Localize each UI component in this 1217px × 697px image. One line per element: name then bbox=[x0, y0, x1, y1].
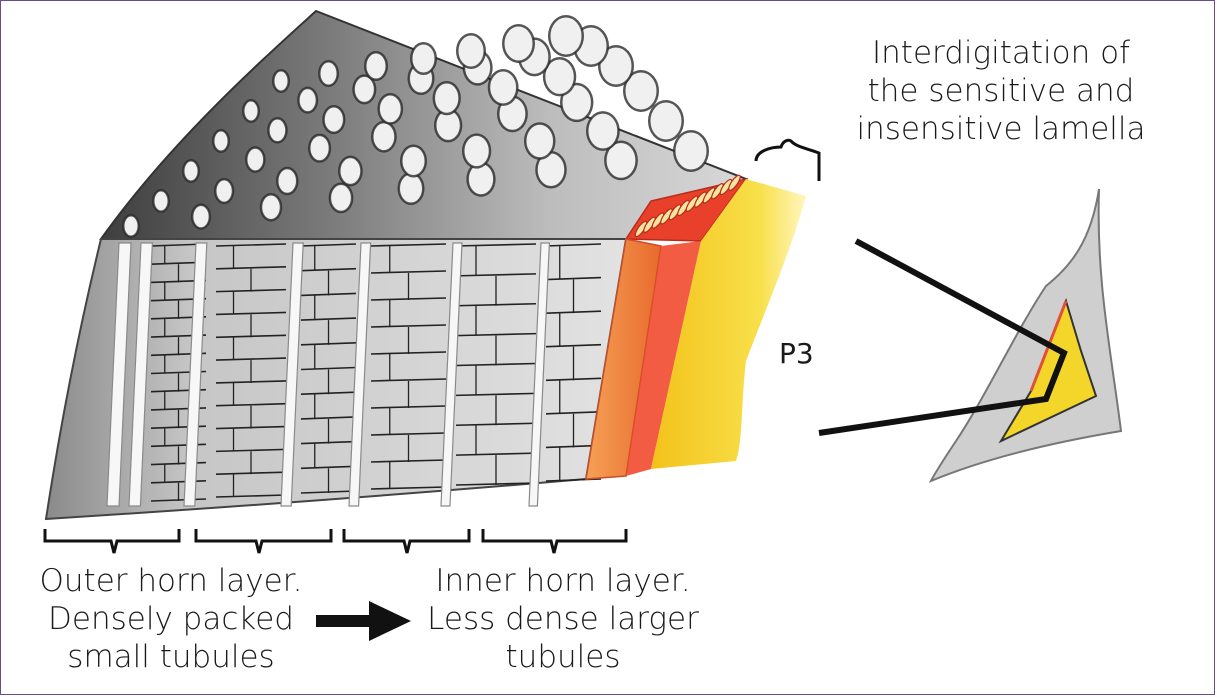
transition-arrow bbox=[316, 601, 411, 641]
horn-tubule-columns bbox=[106, 242, 551, 507]
interdigitation-brace bbox=[754, 138, 821, 181]
brace-mid bbox=[342, 529, 471, 554]
label-interdigitation: Interdigitation of the sensitive and ins… bbox=[856, 35, 1146, 147]
label-inner-horn-layer: Inner horn layer. Less dense larger tubu… bbox=[427, 563, 699, 675]
label-outer-horn-layer: Outer horn layer. Densely packed small t… bbox=[39, 563, 303, 675]
label-p3: P3 bbox=[779, 337, 814, 370]
hoof-wall-front-face bbox=[44, 238, 628, 521]
lamellar-layer bbox=[585, 174, 748, 480]
brace-outer-left bbox=[43, 529, 181, 554]
layer-braces bbox=[43, 529, 628, 554]
hoof-wall-top-surface bbox=[99, 9, 749, 240]
callout-pointer-line bbox=[818, 238, 1068, 436]
tubule-openings bbox=[122, 15, 709, 238]
brace-inner bbox=[481, 529, 628, 554]
p3-bone bbox=[651, 179, 806, 469]
lamella-folds bbox=[634, 174, 741, 238]
brace-outer-right bbox=[194, 529, 333, 554]
